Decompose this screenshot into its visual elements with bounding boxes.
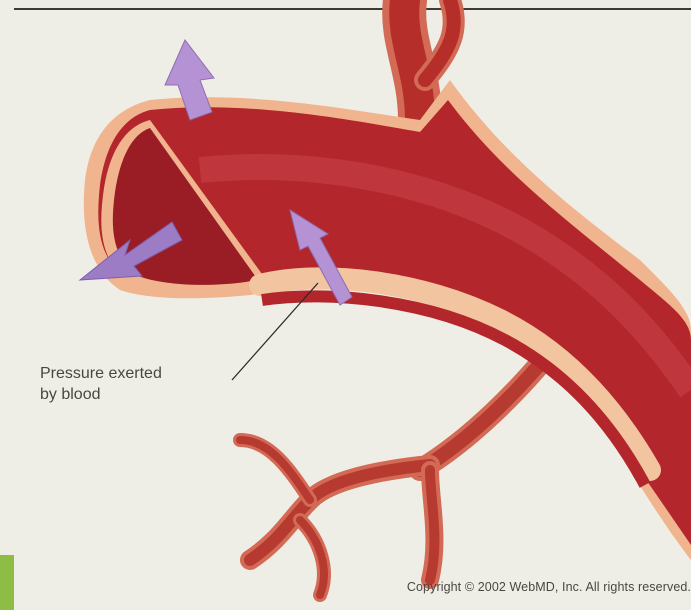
pressure-annotation: Pressure exerted by blood <box>40 363 162 405</box>
copyright-notice: Copyright © 2002 WebMD, Inc. All rights … <box>214 580 691 594</box>
annotation-line-2: by blood <box>40 384 162 405</box>
accent-bar <box>0 555 14 610</box>
annotation-line-1: Pressure exerted <box>40 363 162 384</box>
